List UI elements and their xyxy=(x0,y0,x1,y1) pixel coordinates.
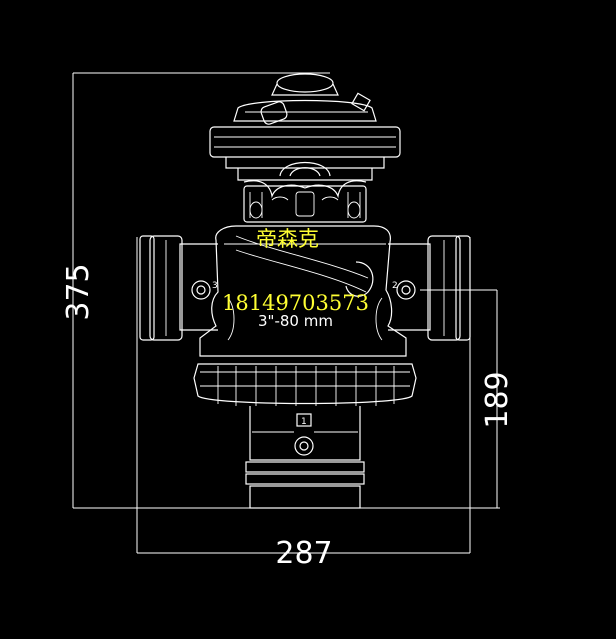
dimension-287-label: 287 xyxy=(275,536,332,571)
right-port: 2 xyxy=(388,235,471,341)
right-port-number: 2 xyxy=(392,281,398,291)
dimension-189-label: 189 xyxy=(480,371,515,428)
brand-watermark: 帝森克 xyxy=(256,227,319,251)
phone-watermark: 18149703573 xyxy=(222,291,369,315)
dimension-287: 287 xyxy=(136,237,471,571)
dimension-375-label: 375 xyxy=(61,263,96,320)
upper-housing xyxy=(209,126,401,181)
bottom-port-number: 1 xyxy=(301,417,307,427)
bottom-stem: 1 xyxy=(245,406,365,509)
left-port-number: 3 xyxy=(212,281,218,291)
lower-ring xyxy=(193,363,417,406)
dimension-375: 375 xyxy=(61,72,500,509)
size-marking: 3"-80 mm xyxy=(258,312,333,330)
ribbed-neck xyxy=(243,185,367,223)
dimension-189: 189 xyxy=(420,289,515,508)
dome xyxy=(243,161,367,199)
valve-body: 3"-80 mm xyxy=(199,225,407,357)
top-cap xyxy=(233,73,377,125)
left-port: 3 xyxy=(139,235,218,341)
